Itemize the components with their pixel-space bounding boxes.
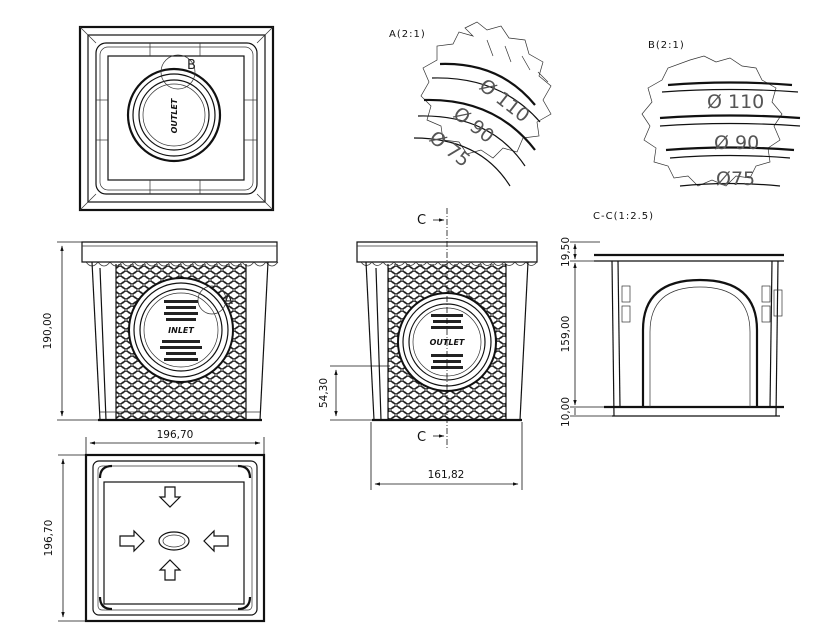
front-inlet-text-lines xyxy=(160,300,202,361)
section-bottom-dimension: 10,00 xyxy=(560,397,572,427)
detail-b-diameter-110: Ø 110 xyxy=(707,91,764,113)
section-marker-bottom: C xyxy=(417,430,426,445)
section-marker-top: C xyxy=(417,213,426,228)
side-height-dimension: 54,30 xyxy=(318,378,330,408)
bottom-width-dimension: 196,70 xyxy=(157,429,194,441)
detail-a-title: A(2:1) xyxy=(389,29,426,40)
section-cc-title: C-C(1:2.5) xyxy=(593,211,654,222)
front-inlet-label: INLET xyxy=(168,326,194,335)
section-cc-view: C-C(1:2.5) 19,50 159,00 10,00 xyxy=(560,211,784,427)
detail-b-diameter-75: Ø75 xyxy=(716,168,755,190)
detail-b-view: B(2:1) Ø 110 Ø 90 Ø75 xyxy=(641,40,801,190)
bottom-height-dimension: 196,70 xyxy=(43,520,55,557)
detail-a-marker: A xyxy=(224,293,233,308)
detail-b-marker: B xyxy=(187,58,196,73)
detail-b-title: B(2:1) xyxy=(648,40,685,51)
detail-a-view: A(2:1) Ø 110 Ø 90 Ø 75 xyxy=(389,21,552,187)
top-view: B OUTLET xyxy=(78,25,275,212)
section-top-dimension: 19,50 xyxy=(560,237,572,267)
side-width-dimension: 161,82 xyxy=(428,469,465,481)
side-view: OUTLET C C 54,30 161,82 xyxy=(318,208,538,490)
top-outlet-label: OUTLET xyxy=(170,98,179,133)
front-height-dimension: 190,00 xyxy=(42,313,54,350)
detail-b-diameter-90: Ø 90 xyxy=(714,132,759,154)
front-view: INLET A 190,00 xyxy=(42,241,279,422)
section-mid-dimension: 159,00 xyxy=(560,316,572,353)
bottom-view: 196,70 196,70 xyxy=(43,429,266,623)
